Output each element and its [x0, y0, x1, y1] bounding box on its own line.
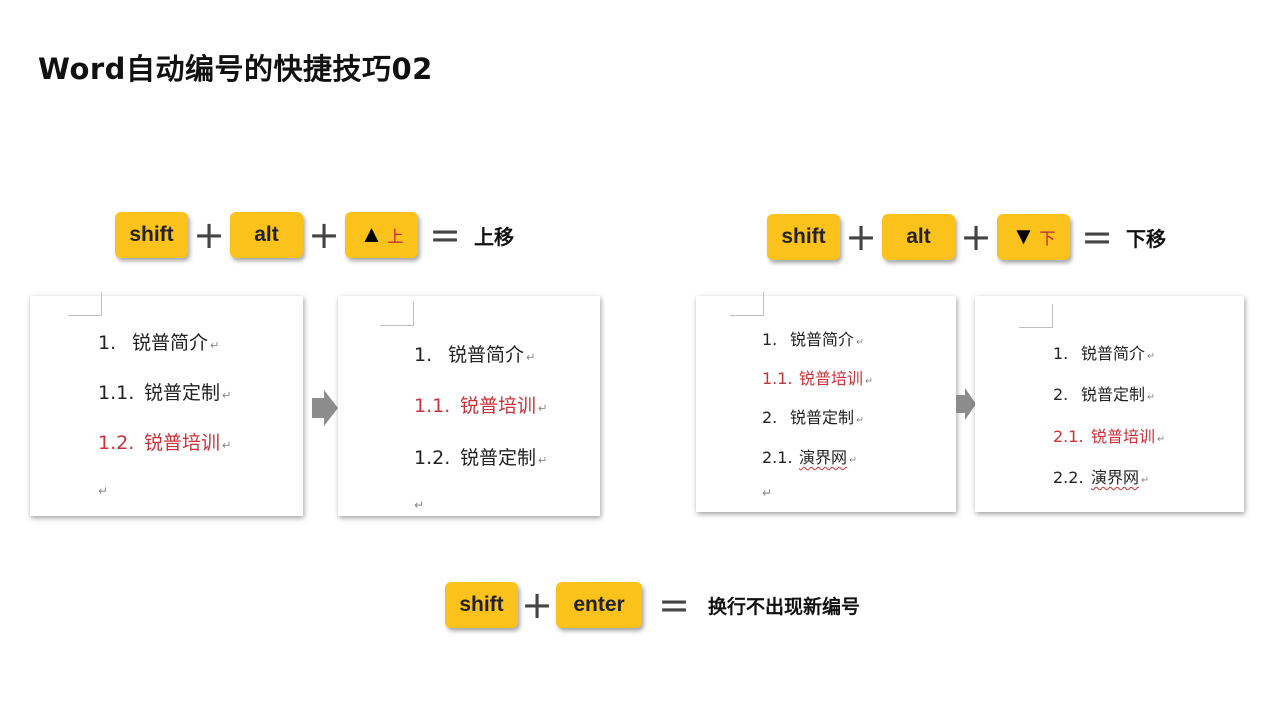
plus-sign: + — [193, 213, 225, 257]
list-item-highlighted: 1.1.锐普培训↵ — [762, 369, 874, 388]
page-corner-mark — [730, 292, 764, 316]
return-mark-icon: ↵ — [414, 498, 425, 512]
shift-enter-shortcut: shift + enter = 换行不出现新编号 — [445, 582, 860, 628]
down-arrow-key: ▼ 下 — [997, 214, 1070, 260]
return-mark-icon: ↵ — [98, 484, 109, 498]
page-corner-mark — [1019, 304, 1053, 328]
shift-key: shift — [767, 214, 840, 260]
equals-sign: = — [658, 583, 690, 627]
move-down-result: 下移 — [1126, 226, 1166, 251]
plus-sign: + — [960, 215, 992, 259]
right-arrow-icon — [312, 390, 338, 426]
page-corner-mark — [68, 292, 102, 316]
shift-key: shift — [445, 582, 518, 628]
list-item: 1.锐普简介↵ — [762, 330, 865, 349]
list-item: 1.锐普简介↵ — [1053, 344, 1156, 363]
enter-key: enter — [556, 582, 642, 628]
shift-key: shift — [115, 212, 188, 258]
plus-sign: + — [521, 583, 553, 627]
page-corner-mark — [380, 302, 414, 326]
list-item: 2.2.演界网↵ — [1053, 468, 1150, 487]
up-key-label: 上 — [387, 229, 404, 246]
document-after-up: 1.锐普简介↵ 1.1.锐普培训↵ 1.2.锐普定制↵ ↵ — [338, 296, 600, 516]
list-item: 1.锐普简介↵ — [414, 344, 536, 366]
alt-key: alt — [882, 214, 955, 260]
list-item-highlighted: 1.2.锐普培训↵ — [98, 432, 232, 454]
move-down-shortcut: shift + alt + ▼ 下 = 下移 — [767, 214, 1166, 260]
move-up-result: 上移 — [474, 224, 514, 249]
return-mark-icon: ↵ — [762, 486, 773, 500]
list-item: 1.锐普简介↵ — [98, 332, 220, 354]
list-item-highlighted: 1.1.锐普培训↵ — [414, 395, 548, 417]
alt-key: alt — [230, 212, 303, 258]
list-item: 2.锐普定制↵ — [762, 408, 865, 427]
down-triangle-icon: ▼ — [1011, 223, 1036, 250]
down-key-label: 下 — [1039, 231, 1056, 248]
up-triangle-icon: ▲ — [359, 221, 384, 248]
equals-sign: = — [429, 213, 461, 257]
plus-sign: + — [308, 213, 340, 257]
list-item: 1.2.锐普定制↵ — [414, 447, 548, 469]
up-arrow-key: ▲ 上 — [345, 212, 418, 258]
equals-sign: = — [1081, 215, 1113, 259]
list-item-highlighted: 2.1.锐普培训↵ — [1053, 427, 1166, 446]
move-up-shortcut: shift + alt + ▲ 上 = 上移 — [115, 212, 514, 258]
document-before-down: 1.锐普简介↵ 1.1.锐普培训↵ 2.锐普定制↵ 2.1.演界网↵ ↵ — [696, 292, 956, 512]
page-title: Word自动编号的快捷技巧02 — [38, 52, 433, 86]
list-item: 2.1.演界网↵ — [762, 448, 858, 467]
plus-sign: + — [845, 215, 877, 259]
right-arrow-icon — [956, 388, 976, 420]
document-before-up: 1.锐普简介↵ 1.1.锐普定制↵ 1.2.锐普培训↵ ↵ — [30, 292, 303, 516]
document-after-down: 1.锐普简介↵ 2.锐普定制↵ 2.1.锐普培训↵ 2.2.演界网↵ — [975, 296, 1244, 512]
list-item: 1.1.锐普定制↵ — [98, 382, 232, 404]
shift-enter-result: 换行不出现新编号 — [708, 595, 861, 618]
list-item: 2.锐普定制↵ — [1053, 385, 1156, 404]
